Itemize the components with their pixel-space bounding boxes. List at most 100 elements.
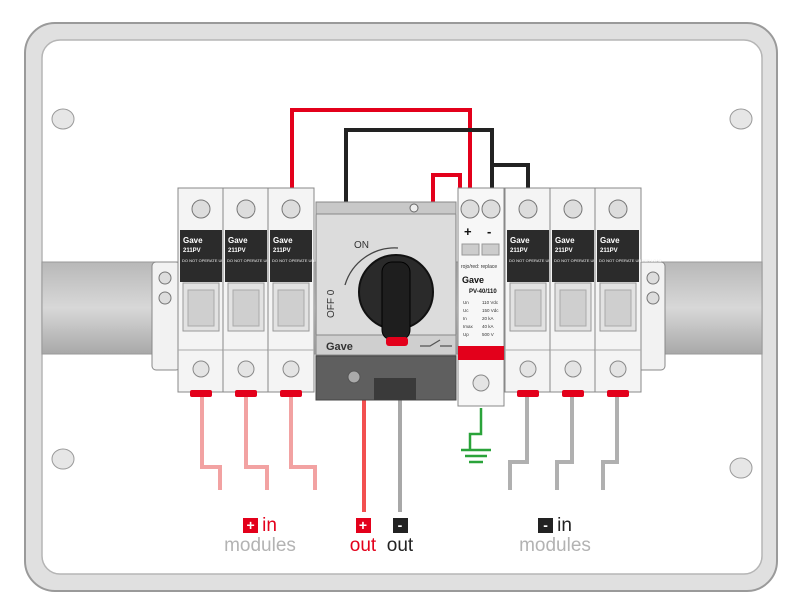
fuse-brand: Gave <box>228 236 248 245</box>
fuse-holder[interactable]: Gave 211PV DO NOT OPERATE UNDER LOAD <box>222 187 290 397</box>
fuse-model: 211PV <box>600 248 618 254</box>
plus-icon: + <box>355 518 371 533</box>
screw-icon <box>608 199 628 219</box>
screw-icon <box>519 360 537 378</box>
spd-brand: Gave <box>462 275 484 285</box>
negative-bridge-wire <box>344 128 494 205</box>
surge-protector: + - rojo/red: replace Gave PV-40/110 Un 1… <box>457 187 505 407</box>
mounting-hole <box>51 448 75 470</box>
fuse-warning: DO NOT OPERATE UNDER LOAD <box>509 258 572 263</box>
screw-icon <box>281 199 301 219</box>
mounting-hole <box>51 108 75 130</box>
spd-spec-key: In <box>463 316 467 321</box>
fuse-holder[interactable]: Gave 211PV DO NOT OPERATE UNDER LOAD <box>549 187 617 397</box>
spd-spec-value: 20 kA <box>482 316 494 321</box>
fuse-brand: Gave <box>555 236 575 245</box>
spd-spec-key: Up <box>463 332 469 337</box>
label-negative-in: -in modules <box>500 516 610 556</box>
fuse-brand: Gave <box>183 236 203 245</box>
fuse-holder[interactable]: Gave 211PV DO NOT OPERATE UNDER LOAD <box>177 187 245 397</box>
rotary-handle[interactable] <box>381 261 411 341</box>
screw-icon <box>237 360 255 378</box>
ground-icon <box>461 408 491 464</box>
fuse-warning: DO NOT OPERATE UNDER LOAD <box>182 258 245 263</box>
fuse-terminal <box>280 390 302 397</box>
spd-spec-value: 150 Vdc <box>482 308 499 313</box>
minus-icon: - <box>392 518 408 533</box>
spd-spec-key: Un <box>463 300 469 305</box>
pos-in-wire <box>200 396 222 490</box>
spd-spec-value: 40 kA <box>482 324 494 329</box>
fuse-warning: DO NOT OPERATE UNDER LOAD <box>599 258 662 263</box>
spd-status-indicator <box>458 346 504 360</box>
label-positive-out: + out <box>343 516 383 556</box>
neg-in-wire <box>601 396 619 490</box>
screw-icon <box>609 360 627 378</box>
fuse-model: 211PV <box>228 248 246 254</box>
mounting-hole <box>729 457 753 479</box>
label-negative-in-word: in <box>557 515 572 536</box>
screw-icon <box>472 374 490 392</box>
fuse-warning: DO NOT OPERATE UNDER LOAD <box>227 258 290 263</box>
fuse-holders-right: Gave 211PV DO NOT OPERATE UNDER LOAD Gave 21… <box>504 187 662 397</box>
fuse-terminal <box>607 390 629 397</box>
screw-icon <box>481 199 501 219</box>
screw-icon <box>192 360 210 378</box>
end-stop-right <box>636 261 666 371</box>
positive-bridge-wire <box>290 108 472 190</box>
fuse-model: 211PV <box>510 248 528 254</box>
label-positive-in: +in modules <box>205 516 315 556</box>
pos-in-wire <box>289 396 317 490</box>
fuse-model: 211PV <box>273 248 291 254</box>
fuse-warning: DO NOT OPERATE UNDER LOAD <box>554 258 617 263</box>
spd-model: PV-40/110 <box>469 289 497 295</box>
spd-plus-label: + <box>464 224 472 239</box>
spd-spec-value: 500 V <box>482 332 494 337</box>
neg-in-wire <box>508 396 529 490</box>
screw-icon <box>191 199 211 219</box>
screw-icon <box>347 370 361 384</box>
fuse-warning: DO NOT OPERATE UNDER LOAD <box>272 258 335 263</box>
label-negative-in-sub: modules <box>519 535 591 556</box>
switch-brand: Gave <box>326 341 353 353</box>
label-negative-out: - out <box>380 516 420 556</box>
fuse-holders-left: Gave 211PV DO NOT OPERATE UNDER LOAD Gave 21… <box>177 187 335 397</box>
spd-replace-text: rojo/red: replace <box>461 264 497 270</box>
screw-icon <box>460 199 480 219</box>
dc-disconnect-switch: Gave ON OFF 0 <box>315 201 457 401</box>
negative-link-wire <box>492 163 530 190</box>
spd-spec-key: Imax <box>463 324 474 329</box>
screw-icon <box>518 199 538 219</box>
screw-icon <box>236 199 256 219</box>
spd-spec-value: 110 Vdc <box>482 300 499 305</box>
pos-in-wire <box>244 396 269 490</box>
fuse-brand: Gave <box>510 236 530 245</box>
fuse-holder[interactable]: Gave 211PV DO NOT OPERATE UNDER LOAD <box>267 187 335 397</box>
fuse-brand: Gave <box>273 236 293 245</box>
end-stop-left <box>151 261 181 371</box>
mounting-hole <box>729 108 753 130</box>
spd-minus-label: - <box>487 224 491 239</box>
switch-symbol-icon <box>420 339 452 347</box>
fuse-terminal <box>190 390 212 397</box>
fuse-model: 211PV <box>555 248 573 254</box>
plus-icon: + <box>243 518 259 533</box>
screw-icon <box>563 199 583 219</box>
switch-on-label: ON <box>354 240 369 251</box>
label-positive-out-word: out <box>349 535 377 556</box>
label-negative-out-word: out <box>386 535 414 556</box>
switch-off-label: OFF 0 <box>326 289 337 318</box>
spd-spec-key: Uc <box>463 308 469 313</box>
screw-icon <box>564 360 582 378</box>
minus-icon: - <box>538 518 554 533</box>
label-positive-in-sub: modules <box>224 535 296 556</box>
fuse-terminal <box>517 390 539 397</box>
fuse-holder[interactable]: Gave 211PV DO NOT OPERATE UNDER LOAD <box>504 187 572 397</box>
fuse-model: 211PV <box>183 248 201 254</box>
handle-indicator <box>386 337 408 346</box>
positive-spd-wire <box>431 173 462 205</box>
